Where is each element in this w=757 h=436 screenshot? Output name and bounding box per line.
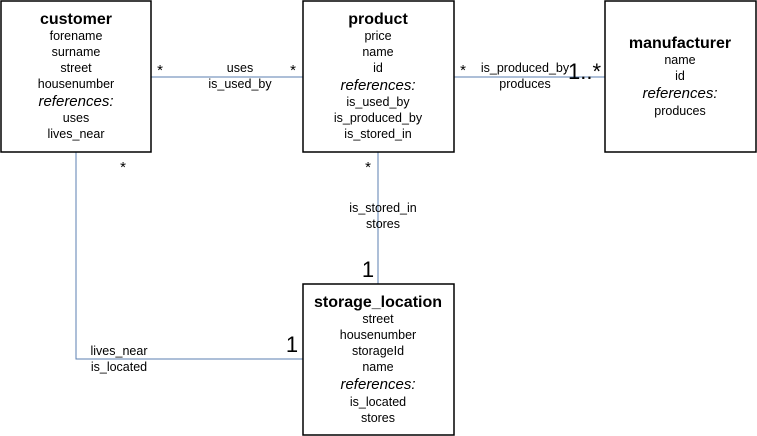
entity-storage-location-reference: is_located <box>350 395 406 409</box>
link-customer-storage <box>75 152 303 360</box>
multiplicity-label: * <box>365 159 371 176</box>
entity-customer-attr: street <box>60 61 92 75</box>
entity-manufacturer-attr: name <box>664 53 695 67</box>
entity-customer-references-label: references: <box>38 93 113 110</box>
entity-product-attr: price <box>364 29 391 43</box>
entity-manufacturer-reference: produces <box>654 104 705 118</box>
entity-customer-attr: housenumber <box>38 77 114 91</box>
entity-storage-location-attr: housenumber <box>340 328 416 342</box>
entity-product-title: product <box>348 11 408 28</box>
entity-storage-location-reference: stores <box>361 411 395 425</box>
multiplicity-label: * <box>120 159 126 176</box>
entity-product-attr: id <box>373 61 383 75</box>
entity-storage-location-attr: name <box>362 360 393 374</box>
multiplicity-label: 1 <box>362 257 374 282</box>
entity-product-reference: is_used_by <box>346 95 410 109</box>
multiplicity-label: * <box>460 62 466 79</box>
entity-storage-location-attr: street <box>362 312 394 326</box>
entity-product-reference: is_produced_by <box>334 111 423 125</box>
entity-storage-location-box <box>302 283 455 436</box>
entity-customer-reference: lives_near <box>48 127 105 141</box>
relation-label: produces <box>499 77 550 91</box>
entity-product-attr: name <box>362 45 393 59</box>
entity-customer-title: customer <box>40 11 112 28</box>
entity-manufacturer-references-label: references: <box>642 85 717 102</box>
relation-label: is_located <box>91 360 147 374</box>
multiplicity-label: 1..* <box>568 59 601 84</box>
relation-label: uses <box>227 61 253 75</box>
relation-label: is_used_by <box>208 77 272 91</box>
entity-product[interactable]: product price name id references: is_use… <box>302 0 455 153</box>
entity-manufacturer-title: manufacturer <box>629 35 731 52</box>
entity-customer-attr: surname <box>52 45 101 59</box>
relation-label: is_stored_in <box>349 201 416 215</box>
multiplicity-label: * <box>290 62 296 79</box>
entity-customer-reference: uses <box>63 111 89 125</box>
entity-product-references-label: references: <box>340 77 415 94</box>
entity-storage-location-references-label: references: <box>340 376 415 393</box>
entity-customer[interactable]: customer forename surname street housenu… <box>0 0 152 153</box>
entity-manufacturer-box <box>604 0 757 153</box>
entity-manufacturer-attr: id <box>675 69 685 83</box>
relation-label: stores <box>366 217 400 231</box>
multiplicity-label: 1 <box>286 332 298 357</box>
multiplicity-label: * <box>157 62 163 79</box>
entity-storage-location-title: storage_location <box>314 294 442 311</box>
entity-customer-box <box>0 0 152 153</box>
entity-product-reference: is_stored_in <box>344 127 411 141</box>
relation-label: is_produced_by <box>481 61 570 75</box>
entity-manufacturer[interactable]: manufacturer name id references: produce… <box>604 0 757 153</box>
relation-label: lives_near <box>91 344 148 358</box>
entity-customer-attr: forename <box>50 29 103 43</box>
entity-product-box <box>302 0 455 153</box>
entity-storage-location[interactable]: storage_location street housenumber stor… <box>302 283 455 436</box>
entity-storage-location-attr: storageId <box>352 344 404 358</box>
